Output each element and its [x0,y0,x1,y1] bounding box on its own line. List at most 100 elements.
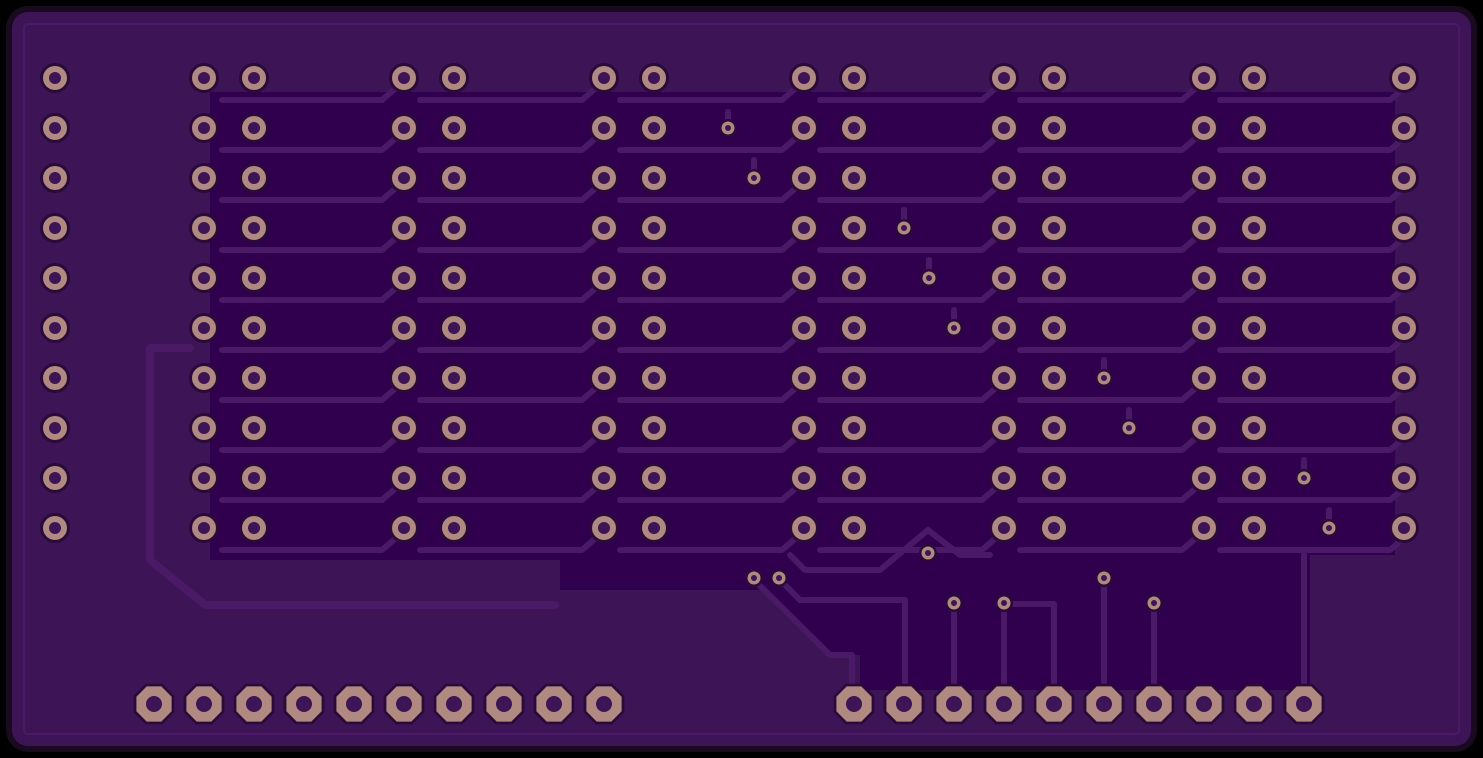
pad-drill [448,72,460,84]
pad-drill [998,372,1010,384]
pad-drill [598,472,610,484]
via [1320,519,1338,537]
through-hole-pad [189,313,219,343]
row-trace [1017,235,1199,253]
header-pin [533,683,575,725]
pad-drill [798,72,810,84]
row-trace [1017,135,1199,153]
through-hole-pad [1239,463,1269,493]
row-trace [417,185,599,203]
through-hole-pad [1239,413,1269,443]
pad-drill [1048,322,1060,334]
pad-drill [1198,222,1210,234]
pad-drill [648,222,660,234]
through-hole-pad [1389,213,1419,243]
through-hole-pad [1239,513,1269,543]
pad-drill [1398,372,1410,384]
through-hole-pad [1039,363,1069,393]
pad-drill [1248,172,1260,184]
pad-drill [848,422,860,434]
pad-drill [648,522,660,534]
row-trace [817,335,999,353]
through-hole-pad [40,513,70,543]
through-hole-pad [389,313,419,343]
via-drill [1301,475,1307,481]
pad-drill [648,122,660,134]
header-pin-drill [396,696,412,712]
pad-drill [1398,322,1410,334]
pad-drill [398,522,410,534]
pad-drill [1048,172,1060,184]
pad-drill [1048,72,1060,84]
row-trace [817,85,999,103]
row-trace [617,285,799,303]
pad-drill [1248,122,1260,134]
pad-drill [1048,422,1060,434]
pad-drill [448,222,460,234]
through-hole-pad [989,213,1019,243]
through-hole-pad [40,263,70,293]
through-hole-pad [1189,413,1219,443]
row-trace [817,285,999,303]
row-trace [417,85,599,103]
through-hole-pad [839,263,869,293]
header-pin [233,683,275,725]
through-hole-pad [639,263,669,293]
through-hole-pad [789,113,819,143]
through-hole-pad [40,463,70,493]
pad-drill [798,372,810,384]
pad-drill [798,172,810,184]
through-hole-pad [789,413,819,443]
through-hole-pad [1239,263,1269,293]
through-hole-pad [1189,213,1219,243]
via-drill [901,225,907,231]
pad-drill [648,172,660,184]
pad-drill [998,272,1010,284]
through-hole-pad [1239,213,1269,243]
row-trace [1017,435,1199,453]
header-pin [333,683,375,725]
through-hole-pad [40,113,70,143]
through-hole-pad [40,313,70,343]
through-hole-pad [239,463,269,493]
through-hole-pad [839,513,869,543]
via [1295,469,1313,487]
through-hole-pad [189,413,219,443]
header-pin [833,683,875,725]
through-hole-pad [1189,263,1219,293]
pad-drill [1198,322,1210,334]
through-hole-pad [989,363,1019,393]
pad-drill [598,172,610,184]
header-pin-drill [446,696,462,712]
row-trace [1017,85,1199,103]
pad-drill [598,322,610,334]
header-pin-drill [1296,696,1312,712]
pad-drill [648,322,660,334]
through-hole-pad [189,63,219,93]
via [1095,369,1113,387]
through-hole-pad [589,163,619,193]
pad-drill [1048,372,1060,384]
through-hole-pad [439,163,469,193]
row-trace [219,535,399,553]
pad-drill [648,372,660,384]
through-hole-pad [1389,263,1419,293]
header-pin-drill [246,696,262,712]
pad-drill [248,522,260,534]
pad-drill [448,372,460,384]
through-hole-pad [189,113,219,143]
through-hole-pad [389,113,419,143]
pad-drill [848,222,860,234]
through-hole-pad [839,463,869,493]
pad-drill [248,272,260,284]
pad-drill [198,372,210,384]
via [1145,594,1163,612]
via [919,544,937,562]
through-hole-pad [389,263,419,293]
pad-drill [448,472,460,484]
row-trace [417,485,599,503]
left-bus-trace [146,344,559,609]
row-trace [617,535,799,553]
row-trace [617,135,799,153]
through-hole-pad [989,63,1019,93]
